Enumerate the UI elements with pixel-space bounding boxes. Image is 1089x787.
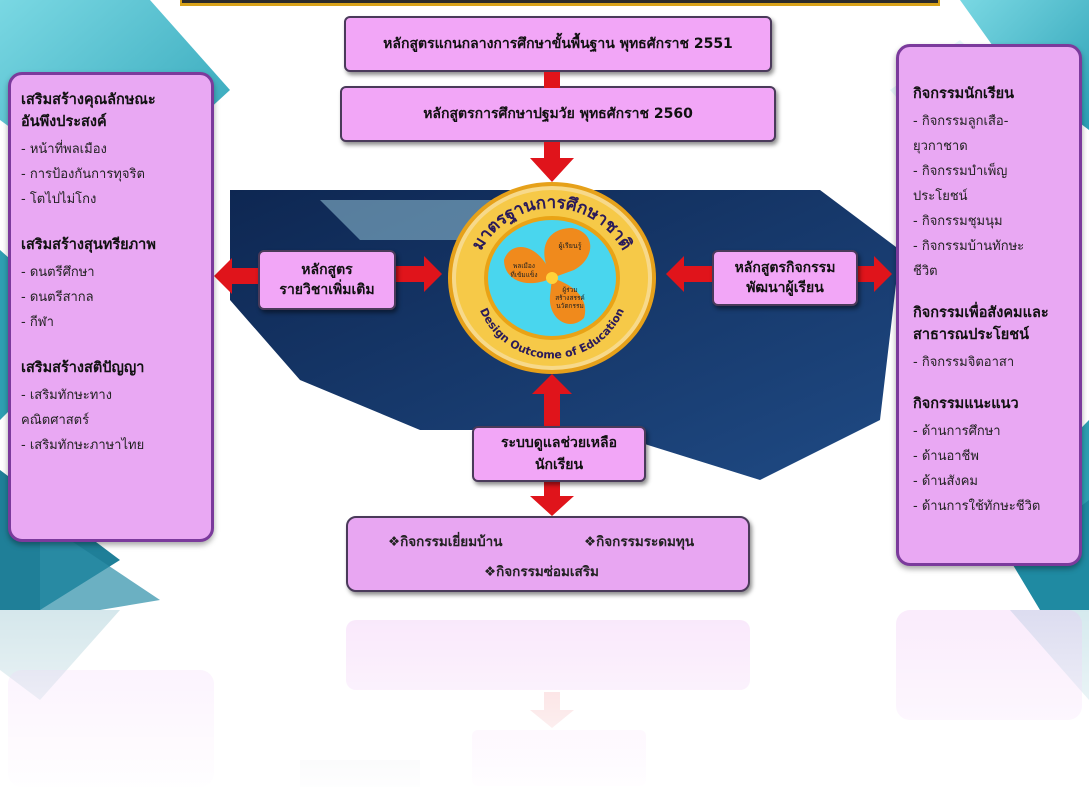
list-item: - ด้านการใช้ทักษะชีวิต [913,499,1041,514]
petal-innovator-label-1: ผู้ร่วม [562,286,577,294]
student-support-line2: นักเรียน [534,457,584,473]
core-curriculum-box: หลักสูตรแกนกลางการศึกษาขั้นพื้นฐาน พุทธศ… [344,16,772,72]
arrow-right-to-emblem [396,256,442,292]
right-section-3-title: กิจกรรมแนะแนว [913,396,1019,412]
core-curriculum-label: หลักสูตรแกนกลางการศึกษาขั้นพื้นฐาน พุทธศ… [383,36,733,52]
list-item: ประโยชน์ [913,189,968,204]
additional-courses-line2: รายวิชาเพิ่มเติม [279,282,375,298]
petal-citizen-label-1: พลเมือง [513,262,535,270]
national-education-standard-emblem: มาตรฐานการศึกษาชาติ Design Outcome of Ed… [448,182,656,374]
connector-arrow-top [544,72,560,88]
list-item: - กิจกรรมบ้านทักษะ [913,239,1025,254]
list-item: - ดนตรีศึกษา [21,265,95,280]
petal-learner [544,228,591,278]
arrow-down-to-emblem [530,142,574,182]
arrows-layer [214,72,892,516]
left-enrichment-panel: เสริมสร้างคุณลักษณะ อันพึงประสงค์ - หน้า… [8,72,214,542]
arrow-right-to-right-panel [858,256,892,292]
petal-citizen [504,246,552,284]
additional-courses-line1: หลักสูตร [301,262,353,278]
list-item: - กิจกรรมชุมนุม [913,214,1003,229]
right-activities-panel: กิจกรรมนักเรียน - กิจกรรมลูกเสือ- ยุวกาช… [896,44,1082,566]
list-item: - ด้านสังคม [913,474,978,489]
list-item: - เสริมทักษะภาษาไทย [21,438,145,453]
list-item: - กิจกรรมลูกเสือ- [913,114,1009,129]
right-section-2-title: กิจกรรมเพื่อสังคมและ สาธารณประโยชน์ [913,305,1049,343]
list-item: คณิตศาสตร์ [21,413,90,428]
reflection-area [0,610,1089,787]
list-item: - ด้านการศึกษา [913,424,1001,439]
list-item: ยุวกาชาด [913,139,968,154]
arrow-down-to-activities [530,480,574,516]
early-childhood-curriculum-label: หลักสูตรการศึกษาปฐมวัย พุทธศักราช 2560 [423,106,693,122]
emblem-center-dot [546,272,558,284]
left-section-1-title: เสริมสร้างคุณลักษณะ อันพึงประสงค์ [21,92,156,130]
list-item: ชีวิต [913,264,938,279]
learner-development-activities-box: หลักสูตรกิจกรรม พัฒนาผู้เรียน [712,250,858,306]
list-item: - ดนตรีสากล [21,290,94,305]
list-item: - การป้องกันการทุจริต [21,167,145,182]
fundraising-activity: ❖กิจกรรมระดมทุน [584,534,695,550]
list-item: - หน้าที่พลเมือง [21,142,107,157]
home-visit-activity: ❖กิจกรรมเยี่ยมบ้าน [388,534,503,550]
petal-learner-label: ผู้เรียนรู้ [559,242,582,250]
right-section-1-title: กิจกรรมนักเรียน [913,86,1015,102]
arrow-up-to-emblem [532,374,572,428]
remedial-activity: ❖กิจกรรมซ่อมเสริม [484,564,599,580]
list-item: - กิจกรรมบำเพ็ญ [913,164,1008,179]
petal-innovator-label-3: นวัตกรรม [556,302,584,310]
list-item: - ด้านอาชีพ [913,449,979,464]
petal-innovator-label-2: สร้างสรรค์ [555,294,585,302]
arrow-left-from-activity-box [666,256,712,292]
left-section-2-title: เสริมสร้างสุนทรียภาพ [21,237,156,253]
list-item: - กีฬา [21,315,54,330]
arrow-left-to-panel [214,258,260,294]
learner-development-line1: หลักสูตรกิจกรรม [734,260,836,276]
additional-courses-box: หลักสูตร รายวิชาเพิ่มเติม [258,250,396,310]
left-section-3-title: เสริมสร้างสติปัญญา [21,360,145,376]
student-support-system-box: ระบบดูแลช่วยเหลือ นักเรียน [472,426,646,482]
emblem-petals [504,228,591,324]
petal-innovator [549,278,586,324]
list-item: - เสริมทักษะทาง [21,388,112,403]
learner-development-line2: พัฒนาผู้เรียน [746,280,824,296]
list-item: - กิจกรรมจิตอาสา [913,355,1015,370]
student-support-line1: ระบบดูแลช่วยเหลือ [500,435,618,451]
petal-citizen-label-2: ที่เข้มแข็ง [510,270,537,279]
support-activities-box: ❖กิจกรรมเยี่ยมบ้าน ❖กิจกรรมระดมทุน ❖กิจก… [346,516,750,592]
list-item: - โตไปไม่โกง [21,192,97,207]
